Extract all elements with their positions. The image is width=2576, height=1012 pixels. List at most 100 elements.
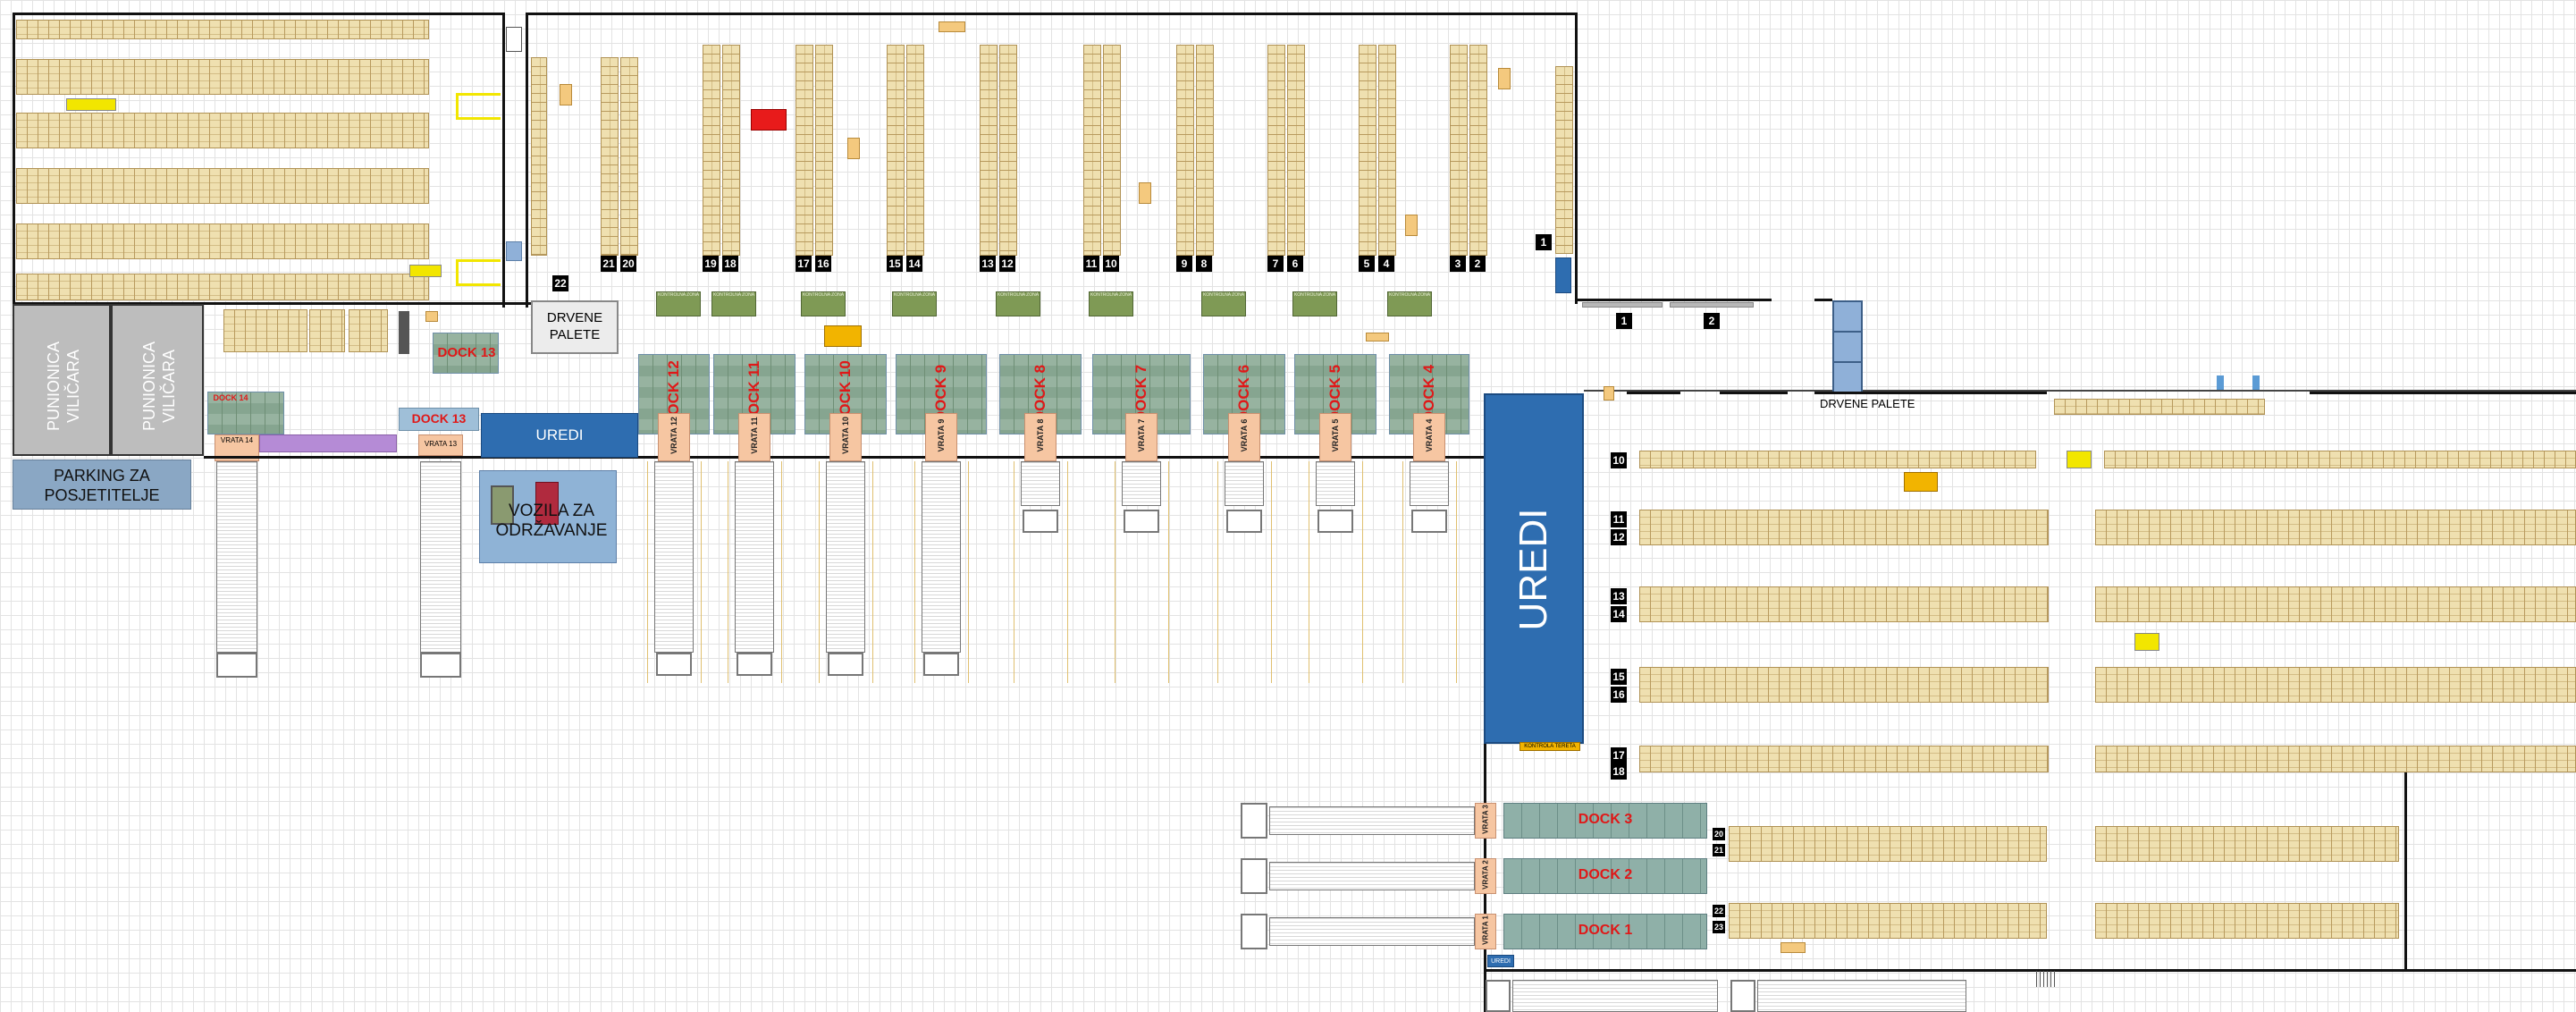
offices: UREDI (481, 413, 638, 458)
charging-station: PUNIONICA VILIČARA (13, 304, 111, 456)
gate-label: VRATA 4 (1425, 418, 1434, 452)
staging-area (259, 434, 397, 452)
dock-area (1389, 354, 1469, 434)
forklift-icon (2067, 451, 2092, 468)
aisle-number: 9 (1176, 256, 1192, 272)
truck-cab (1241, 803, 1267, 839)
gate (738, 413, 770, 461)
aisle-number: 10 (1611, 452, 1627, 468)
aisle-number: 11 (1611, 511, 1627, 527)
wall (1766, 299, 1770, 301)
storage-rack (2095, 510, 2576, 545)
aisle-number: 16 (1611, 687, 1627, 703)
control-zone: KONTROLNA ZONA (656, 291, 701, 316)
dock-area (433, 333, 499, 374)
maintenance-label: VOZILA ZA ODRŽAVANJE (495, 502, 608, 540)
truck-trailer (1269, 917, 1475, 946)
aisle-number: 18 (1611, 763, 1627, 780)
truck-trailer (1512, 980, 1718, 1012)
truck-trailer (1122, 461, 1161, 506)
charging-station: PUNIONICA VILIČARA (111, 304, 204, 456)
lane-line (1362, 461, 1363, 683)
dock-area (1503, 858, 1707, 894)
dock-area (999, 354, 1082, 434)
storage-rack (1469, 45, 1487, 256)
storage-rack (722, 45, 740, 256)
lane-line (647, 461, 648, 683)
storage-rack (16, 20, 429, 39)
vehicle-icon (535, 482, 559, 525)
aisle-number: 21 (601, 256, 617, 272)
truck-cab (828, 653, 863, 676)
control-zone: KONTROLNA ZONA (1201, 291, 1246, 316)
aisle-number: 1 (1536, 234, 1552, 250)
aisle-number: 16 (815, 256, 831, 272)
storage-rack (16, 59, 429, 95)
gate-label: VRATA 5 (1331, 418, 1340, 452)
truck-cab (737, 653, 772, 676)
truck-cab (656, 653, 692, 676)
visitor-parking-label: PARKING ZA POSJETITELJE (44, 467, 160, 504)
pallet-row (2054, 399, 2265, 415)
maintenance-vehicles: VOZILA ZA ODRŽAVANJE (479, 470, 617, 563)
aisle-number: 21 (1713, 844, 1725, 856)
arrow-down-icon (2252, 375, 2260, 390)
gate-label: VRATA 3 (1481, 805, 1490, 834)
aisle-number: 8 (1196, 256, 1212, 272)
truck-trailer (1269, 806, 1475, 835)
wood-pallets-label: DRVENE PALETE (546, 310, 603, 342)
wall (1720, 392, 1788, 394)
gate (1475, 803, 1496, 839)
storage-rack (531, 57, 547, 256)
truck-cab (1023, 510, 1058, 533)
truck-cab (420, 653, 461, 678)
truck-cab (1730, 980, 1755, 1012)
aisle-number: 22 (1713, 905, 1725, 917)
pallet-icon (425, 311, 438, 322)
aisle-number: 20 (1713, 828, 1725, 840)
storage-rack (2095, 667, 2576, 703)
truck-cab (1124, 510, 1159, 533)
gate (925, 413, 957, 461)
aisle-number: 13 (1611, 588, 1627, 604)
offices-label: UREDI (535, 426, 584, 443)
lane-line (1217, 461, 1218, 683)
wall (526, 13, 1577, 15)
door (506, 241, 522, 261)
storage-rack (2095, 746, 2576, 772)
vehicle-icon (491, 485, 514, 525)
storage-rack (1378, 45, 1396, 256)
aisle-number: 3 (1450, 256, 1466, 272)
wall (1484, 969, 2576, 972)
pallet-icon (1780, 942, 1806, 953)
gate-label: VRATA 7 (1137, 418, 1146, 452)
storage-rack (815, 45, 833, 256)
storage-rack (1639, 451, 2036, 468)
aisle-number: 2 (1469, 256, 1486, 272)
storage-rack (1359, 45, 1376, 256)
offices: UREDI (1484, 393, 1584, 744)
storage-rack (1083, 45, 1101, 256)
truck-cab (1241, 858, 1267, 894)
storage-rack (620, 57, 638, 256)
aisle-number: 15 (887, 256, 903, 272)
pallet-icon (939, 21, 965, 32)
storage-rack (1450, 45, 1468, 256)
storage-rack (887, 45, 905, 256)
truck-cab (1226, 510, 1262, 533)
pallet-icon (1405, 215, 1418, 236)
storage-rack (601, 57, 619, 256)
gate (1475, 914, 1496, 949)
control-strip: KONTROLA TERETA (1520, 742, 1580, 751)
wall (1627, 392, 1680, 394)
storage-rack (349, 309, 388, 352)
storage-rack (1729, 826, 2047, 862)
dock-area (1503, 914, 1707, 949)
gate (1125, 413, 1158, 461)
aisle-number: 23 (1713, 921, 1725, 933)
aisle-number: 17 (1611, 747, 1627, 763)
truck-trailer (735, 461, 774, 653)
lane-line (1168, 461, 1169, 683)
pallet-icon (1498, 68, 1511, 89)
truck-trailer (420, 461, 461, 653)
